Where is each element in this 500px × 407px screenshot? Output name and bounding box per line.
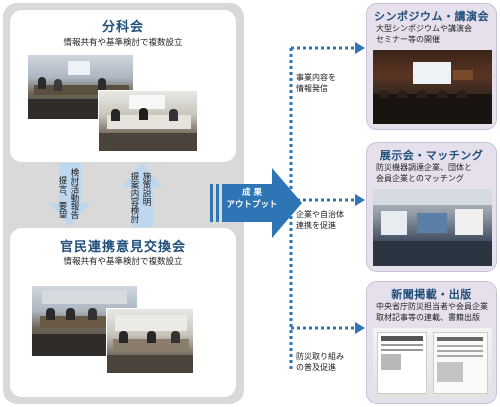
output-2-title: 展示会・マッチング xyxy=(379,149,484,162)
output-1-line2: セミナー等の開催 xyxy=(376,35,440,44)
result-arrow xyxy=(210,168,302,238)
down-arrow-line1: 検討活動報告 xyxy=(69,168,79,219)
output-1-photo xyxy=(373,50,492,124)
output-2-line2: 会員企業とのマッチング xyxy=(376,174,464,183)
result-arrow-line1: 成 果 xyxy=(242,188,262,198)
output-3-title: 新聞掲載・出版 xyxy=(391,288,472,301)
bunkakai-title: 分科会 xyxy=(101,20,144,35)
flow-1-line2: 情報発信 xyxy=(296,84,328,93)
kanmin-photo-2 xyxy=(106,308,194,374)
output-card-publication: 新聞掲載・出版 中央省庁防災担当者や会員企業 取材記事等の連載、書籍出版 xyxy=(366,281,497,404)
up-arrow-line1: 施策説明 xyxy=(141,172,151,206)
flow-3-line2: の普及促進 xyxy=(296,363,336,372)
bunkakai-subtitle: 情報共有や基準検討で複数設立 xyxy=(63,38,183,48)
bunkakai-photo-2 xyxy=(98,90,198,152)
flow-2-line2: 連携を促進 xyxy=(296,221,336,230)
down-arrow xyxy=(50,163,90,227)
down-arrow-line2: 提言、要望 xyxy=(57,176,67,219)
kanmin-card: 官民連携意見交換会 情報共有や基準検討で複数設立 xyxy=(10,228,236,397)
output-1-title: シンポジウム・講演会 xyxy=(374,10,489,23)
output-3-line1: 中央省庁防災担当者や会員企業 xyxy=(376,302,488,311)
kanmin-subtitle: 情報共有や基準検討で複数設立 xyxy=(63,257,183,267)
output-2-photo xyxy=(373,189,492,266)
output-3-line2: 取材記事等の連載、書籍出版 xyxy=(376,313,480,322)
bunkakai-card: 分科会 情報共有や基準検討で複数設立 xyxy=(10,10,236,162)
kanmin-title: 官民連携意見交換会 xyxy=(59,240,186,255)
result-arrow-line2: アウトプット xyxy=(226,200,278,210)
dotted-connectors xyxy=(289,42,365,370)
flow-1-line1: 事業内容を xyxy=(296,73,336,82)
output-card-symposium: シンポジウム・講演会 大型シンポジウムや講演会 セミナー等の開催 xyxy=(366,3,497,130)
up-arrow-line2: 提案内容検討 xyxy=(129,172,139,223)
output-1-line1: 大型シンポジウムや講演会 xyxy=(376,24,472,33)
flow-3-line1: 防災取り組み xyxy=(296,352,344,361)
output-2-line1: 防災機器調達企業、団体と xyxy=(376,163,472,172)
flow-2-line1: 企業や自治体 xyxy=(296,210,344,219)
up-arrow xyxy=(122,163,162,227)
output-card-expo: 展示会・マッチング 防災機器調達企業、団体と 会員企業とのマッチング xyxy=(366,142,497,272)
output-3-photo xyxy=(373,328,492,398)
